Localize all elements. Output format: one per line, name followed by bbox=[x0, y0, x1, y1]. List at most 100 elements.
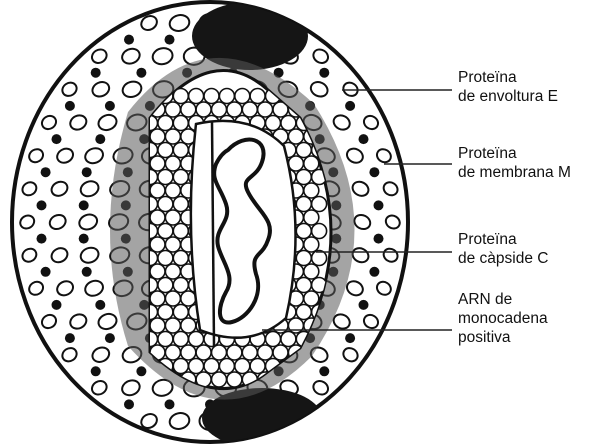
capsid-circle bbox=[296, 224, 311, 239]
membrane-dot bbox=[345, 101, 355, 111]
capsid-circle bbox=[250, 89, 265, 104]
membrane-dot bbox=[79, 234, 89, 244]
capsid-circle bbox=[266, 116, 281, 131]
capsid-circle bbox=[296, 278, 311, 293]
label-rna-genome-line-3: positiva bbox=[458, 328, 548, 347]
capsid-circle bbox=[150, 183, 165, 198]
membrane-dot bbox=[41, 267, 51, 277]
capsid-circle bbox=[181, 102, 196, 117]
membrane-dot bbox=[359, 300, 369, 310]
label-membrane-protein-line-2: de membrana M bbox=[458, 163, 571, 182]
capsid-circle bbox=[227, 102, 242, 117]
membrane-dot bbox=[136, 68, 146, 78]
membrane-dot bbox=[165, 35, 175, 45]
capsid-circle bbox=[165, 345, 180, 360]
capsid-circle bbox=[250, 359, 265, 374]
membrane-dot bbox=[374, 234, 384, 244]
capsid-circle bbox=[173, 332, 188, 347]
nucleocapsid-core bbox=[191, 121, 296, 338]
membrane-dot bbox=[359, 134, 369, 144]
membrane-dot bbox=[82, 167, 92, 177]
capsid-circle bbox=[258, 102, 273, 117]
membrane-dot bbox=[319, 68, 329, 78]
capsid-circle bbox=[165, 237, 180, 252]
capsid-circle bbox=[173, 278, 188, 293]
capsid-circle bbox=[158, 170, 173, 185]
capsid-circle bbox=[165, 156, 180, 171]
capsid-circle bbox=[266, 332, 281, 347]
capsid-circle bbox=[150, 291, 165, 306]
capsid-circle bbox=[173, 359, 188, 374]
membrane-dot bbox=[65, 333, 75, 343]
capsid-circle bbox=[281, 332, 296, 347]
capsid-circle bbox=[158, 332, 173, 347]
capsid-circle bbox=[304, 291, 319, 306]
capsid-circle bbox=[219, 89, 234, 104]
capsid-circle bbox=[212, 345, 227, 360]
capsid-circle bbox=[212, 372, 227, 387]
capsid-circle bbox=[181, 345, 196, 360]
capsid-circle bbox=[235, 359, 250, 374]
membrane-dot bbox=[369, 167, 379, 177]
capsid-circle bbox=[165, 183, 180, 198]
capsid-circle bbox=[212, 102, 227, 117]
label-rna-genome-line-2: monocadena bbox=[458, 309, 548, 328]
membrane-dot bbox=[95, 134, 105, 144]
capsid-circle bbox=[173, 251, 188, 266]
capsid-circle bbox=[165, 102, 180, 117]
capsid-circle bbox=[165, 318, 180, 333]
capsid-circle bbox=[242, 102, 257, 117]
capsid-circle bbox=[304, 237, 319, 252]
capsid-circle bbox=[150, 129, 165, 144]
membrane-dot bbox=[37, 200, 47, 210]
capsid-circle bbox=[158, 305, 173, 320]
capsid-circle bbox=[296, 251, 311, 266]
capsid-circle bbox=[296, 305, 311, 320]
capsid-circle bbox=[150, 156, 165, 171]
label-envelope-protein: Proteïna de envoltura E bbox=[458, 68, 558, 106]
membrane-dot bbox=[319, 366, 329, 376]
membrane-dot bbox=[165, 399, 175, 409]
capsid-circle bbox=[288, 156, 303, 171]
capsid-circle bbox=[304, 183, 319, 198]
capsid-circle bbox=[173, 305, 188, 320]
membrane-dot bbox=[105, 101, 115, 111]
capsid-circle bbox=[227, 345, 242, 360]
capsid-circle bbox=[165, 210, 180, 225]
capsid-circle bbox=[189, 359, 204, 374]
capsid-circle bbox=[150, 237, 165, 252]
capsid-circle bbox=[312, 197, 327, 212]
membrane-dot bbox=[41, 167, 51, 177]
capsid-circle bbox=[296, 197, 311, 212]
capsid-circle bbox=[219, 359, 234, 374]
capsid-circle bbox=[288, 129, 303, 144]
membrane-dot bbox=[82, 267, 92, 277]
capsid-circle bbox=[304, 210, 319, 225]
label-capsid-protein: Proteïna de càpside C bbox=[458, 230, 548, 268]
membrane-dot bbox=[65, 101, 75, 111]
capsid-circle bbox=[173, 197, 188, 212]
membrane-dot bbox=[52, 134, 62, 144]
label-envelope-protein-line-2: de envoltura E bbox=[458, 87, 558, 106]
label-rna-genome-line-1: ARN de bbox=[458, 290, 548, 309]
capsid-circle bbox=[173, 143, 188, 158]
label-envelope-protein-line-1: Proteïna bbox=[458, 68, 558, 87]
membrane-dot bbox=[79, 200, 89, 210]
membrane-dot bbox=[37, 234, 47, 244]
membrane-dot bbox=[124, 399, 134, 409]
membrane-dot bbox=[124, 35, 134, 45]
capsid-circle bbox=[273, 345, 288, 360]
label-capsid-protein-line-1: Proteïna bbox=[458, 230, 548, 249]
capsid-circle bbox=[304, 264, 319, 279]
label-capsid-protein-line-2: de càpside C bbox=[458, 249, 548, 268]
capsid-circle bbox=[173, 224, 188, 239]
membrane-dot bbox=[95, 300, 105, 310]
label-rna-genome: ARN de monocadena positiva bbox=[458, 290, 548, 347]
capsid-circle bbox=[312, 224, 327, 239]
capsid-circle bbox=[173, 170, 188, 185]
capsid-circle bbox=[150, 210, 165, 225]
membrane-dot bbox=[52, 300, 62, 310]
capsid-circle bbox=[235, 89, 250, 104]
capsid-circle bbox=[158, 251, 173, 266]
